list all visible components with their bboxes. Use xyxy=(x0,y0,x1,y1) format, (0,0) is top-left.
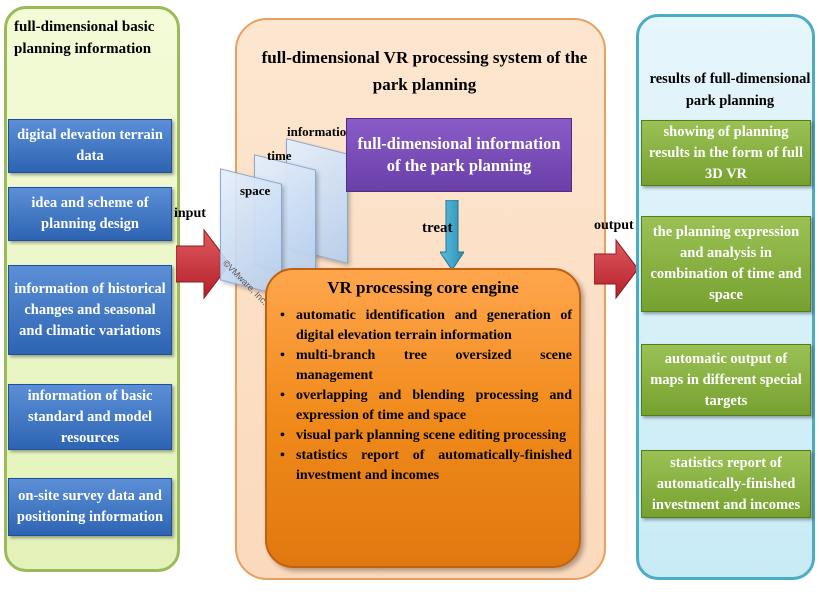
right-item-map-output: automatic output of maps in different sp… xyxy=(641,344,811,416)
layer-label-space: space xyxy=(240,183,271,198)
left-item-terrain-data: digital elevation terrain data xyxy=(8,119,172,173)
right-item-statistics-report: statistics report of automatically-finis… xyxy=(641,450,811,518)
right-item-time-space-analysis: the planning expression and analysis in … xyxy=(641,216,811,312)
core-engine-item: statistics report of automatically-finis… xyxy=(280,446,572,486)
core-engine-item: multi-branch tree oversized scene manage… xyxy=(280,346,572,386)
treat-arrow xyxy=(440,200,464,271)
core-engine-title: VR processing core engine xyxy=(327,278,519,297)
right-item-3d-vr: showing of planning results in the form … xyxy=(641,120,811,186)
center-panel-title: full-dimensional VR processing system of… xyxy=(261,48,588,94)
input-arrow xyxy=(176,228,231,300)
core-engine-item: automatic identification and generation … xyxy=(280,306,572,346)
output-arrow xyxy=(594,238,639,300)
input-label: input xyxy=(174,206,206,221)
left-item-survey-data: on-site survey data and positioning info… xyxy=(8,478,172,536)
core-engine-list: automatic identification and generation … xyxy=(280,306,572,486)
full-dimensional-info-box: full-dimensional information of the park… xyxy=(346,118,572,192)
output-label: output xyxy=(594,218,634,233)
left-panel-title: full-dimensional basic planning informat… xyxy=(14,19,155,57)
left-item-standard-resources: information of basic standard and model … xyxy=(8,384,172,450)
right-panel-title: results of full-dimensional park plannin… xyxy=(649,71,811,109)
treat-label: treat xyxy=(422,220,453,236)
core-engine-item: overlapping and blending processing and … xyxy=(280,386,572,426)
left-item-historical-changes: information of historical changes and se… xyxy=(8,265,172,355)
layer-label-time: time xyxy=(267,148,292,163)
left-item-planning-design: idea and scheme of planning design xyxy=(8,187,172,241)
core-engine-item: visual park planning scene editing proce… xyxy=(280,426,572,446)
layer-label-information: information xyxy=(287,124,354,139)
